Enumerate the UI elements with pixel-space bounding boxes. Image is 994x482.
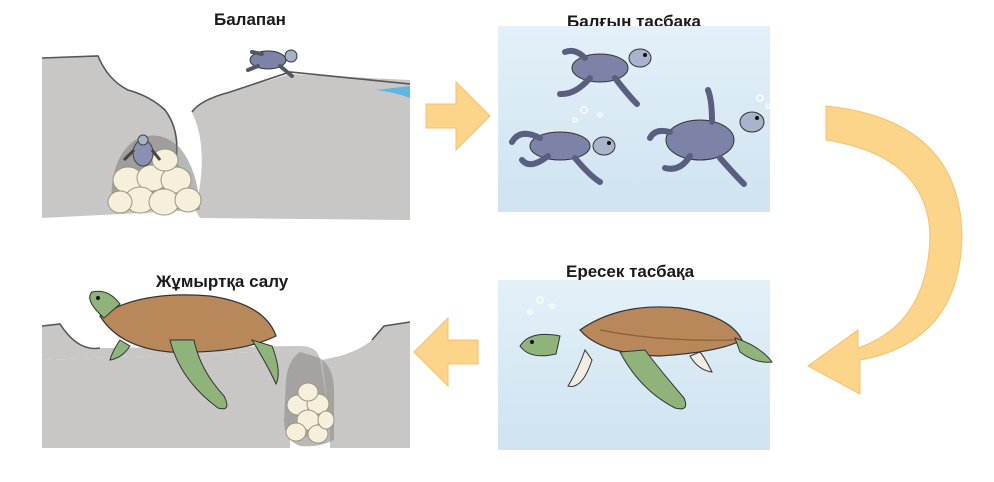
arrow-hatchling-to-juvenile: [426, 82, 490, 150]
egg-laying-panel: [42, 291, 410, 448]
arrow-adult-to-egg-laying: [414, 318, 478, 386]
arrow-juvenile-to-adult: [808, 106, 962, 394]
juvenile-panel: [498, 26, 770, 212]
hatchling-panel: [42, 50, 410, 220]
hatchling-turtle-on-beach: [248, 50, 297, 76]
adult-panel: [498, 280, 772, 450]
